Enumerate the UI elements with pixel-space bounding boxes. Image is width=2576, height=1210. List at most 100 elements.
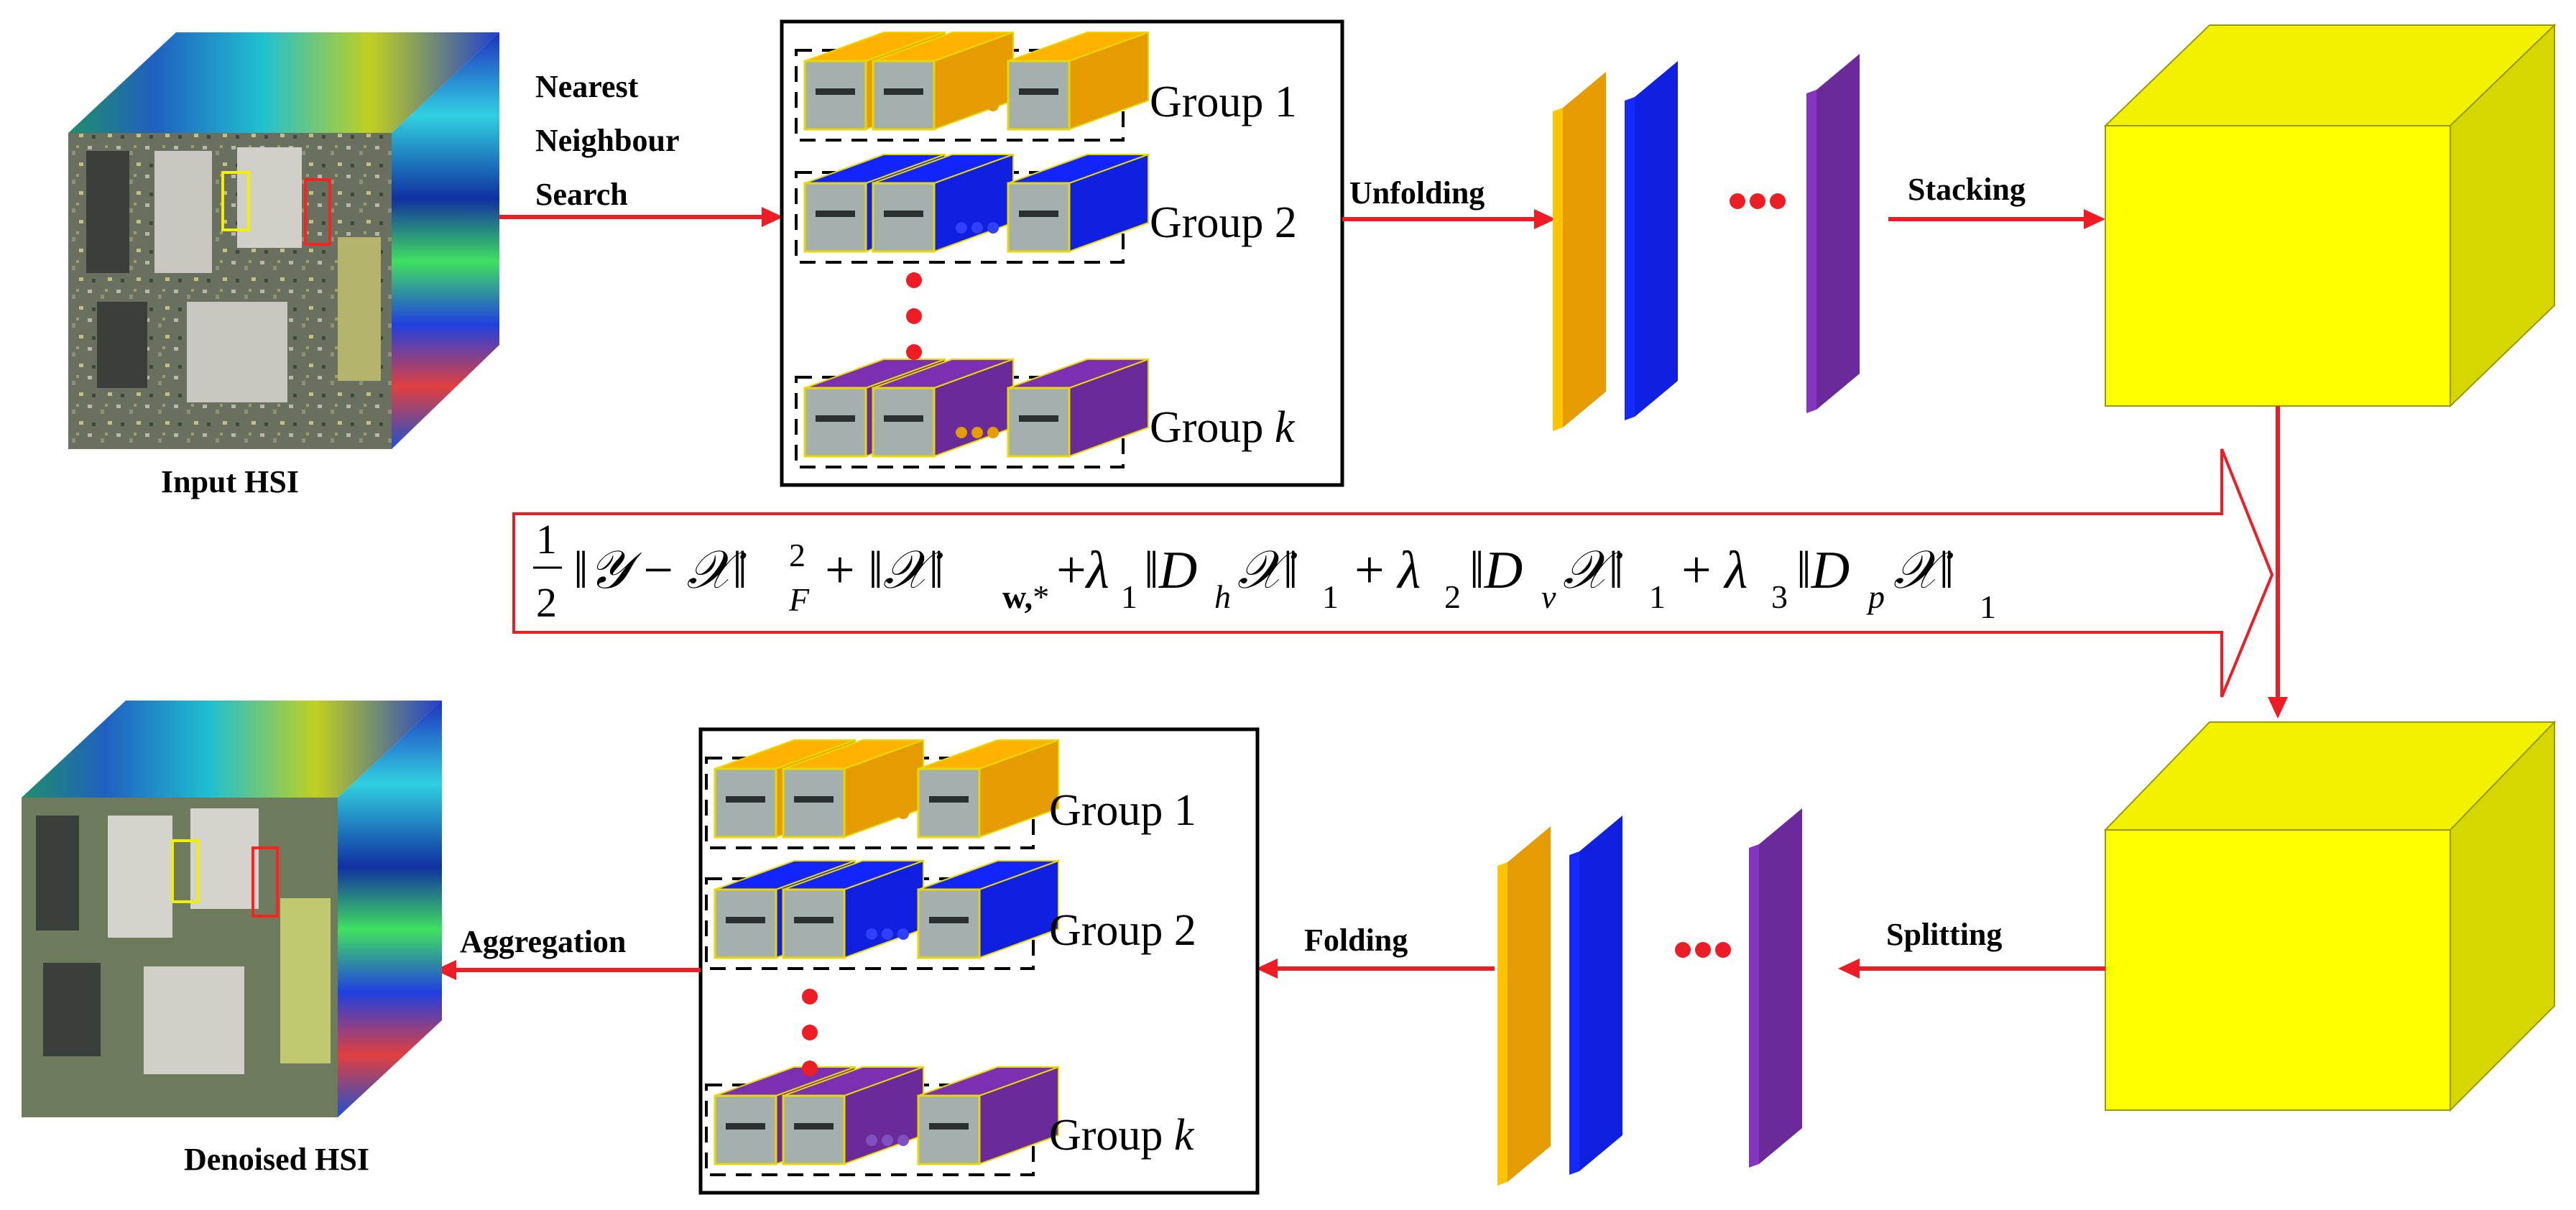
svg-text:‖D: ‖D <box>1796 541 1850 600</box>
bottom-group-2-dot <box>897 928 909 940</box>
top-yellow-cube <box>2103 23 2557 408</box>
patch-marker-yellow <box>221 171 250 231</box>
svg-text:F: F <box>788 581 810 618</box>
bottom-group-k-tube-front <box>782 1094 846 1165</box>
bottom-slice-orange-face <box>1508 826 1551 1182</box>
formula-arrow <box>512 448 2274 698</box>
top-group-k-row <box>795 358 1149 468</box>
svg-text:w,*: w,* <box>1002 578 1049 615</box>
nearest-label-line3: Search <box>535 177 628 212</box>
arrow-aggregation-head <box>435 960 456 980</box>
splitting-label: Splitting <box>1886 917 2002 952</box>
vertical-dot-2 <box>906 308 922 324</box>
svg-text:1: 1 <box>1121 578 1137 615</box>
svg-text:1: 1 <box>1980 588 1996 625</box>
svg-text:p: p <box>1866 578 1885 615</box>
patch-marker-red <box>304 178 331 246</box>
top-group-2-tube-feature <box>884 211 923 217</box>
top-slice-purple <box>1806 54 1860 413</box>
bottom-slice-orange-edge <box>1497 862 1508 1186</box>
stacking-label: Stacking <box>1908 172 2026 207</box>
top-slice-blue <box>1625 61 1678 420</box>
svg-text:3: 3 <box>1771 578 1788 615</box>
top-group-k-dot <box>987 427 999 438</box>
top-group-1-tube-feature <box>816 88 855 95</box>
bottom-slice-purple-edge <box>1749 844 1759 1168</box>
top-group-2-tube-feature <box>1019 211 1058 217</box>
top-group-1-tube-front <box>803 60 867 131</box>
bottom-slice-blue <box>1569 816 1622 1175</box>
top-group-k-label: Group k <box>1150 403 1296 452</box>
bottom-group-1-tube-feature <box>794 796 834 803</box>
bottom-group-k-dot <box>882 1135 893 1146</box>
top-group-k-tube-front <box>1007 387 1071 458</box>
top-group-2-dot <box>987 222 999 234</box>
objective-formula: 1 2 ‖𝒴 − 𝒳‖ 2 F + ‖𝒳‖ w,* +λ 1 ‖D h 𝒳‖ 1… <box>533 516 1996 626</box>
top-group-2-dot <box>971 222 983 234</box>
bottom-group-k-tube-front <box>917 1094 981 1165</box>
top-group-1-dot <box>971 100 983 111</box>
top-group-2-tube-front <box>803 182 867 253</box>
top-slice-orange <box>1553 72 1606 431</box>
svg-text:+ λ: + λ <box>1354 541 1421 600</box>
vertical-dot-1 <box>906 272 922 288</box>
top-group-1-dot <box>956 100 967 111</box>
arrow-cube-down-head <box>2268 697 2288 719</box>
arrow-folding-head <box>1256 959 1278 979</box>
bottom-group-1-tube-feature <box>726 796 765 803</box>
bottom-group-2-tube-front <box>782 888 846 959</box>
formula-frac-num: 1 <box>536 516 557 563</box>
top-group-2-label: Group 2 <box>1150 198 1297 247</box>
bottom-group-k-label: Group k <box>1049 1111 1195 1160</box>
top-group-k-tube-feature <box>816 415 855 422</box>
top-slice-blue-face <box>1635 61 1678 417</box>
svg-text:2: 2 <box>789 537 805 573</box>
top-group-k-tube-feature <box>884 415 923 422</box>
svg-text:𝒳‖: 𝒳‖ <box>1563 541 1623 600</box>
bottom-slice-purple-face <box>1759 808 1802 1164</box>
svg-text:h: h <box>1214 578 1231 615</box>
bottom-group-2-tube-feature <box>929 917 969 923</box>
bottom-group-1-dot <box>897 808 909 819</box>
bottom-group-k-tube-feature <box>794 1123 834 1130</box>
arrow-splitting-head <box>1838 959 1860 979</box>
top-group-1-tube-feature <box>884 88 923 95</box>
bottom-group-2-dot <box>882 928 893 940</box>
bottom-yellow-cube <box>2103 720 2557 1112</box>
input-hsi-side-face <box>392 32 499 449</box>
bottom-group-k-dot <box>866 1135 877 1146</box>
bottom-group-2-tube-feature <box>726 917 765 923</box>
top-group-panel: Group 1 Group 2 Group k <box>780 19 1344 487</box>
top-group-k-dot <box>971 427 983 438</box>
top-group-1-tube-feature <box>1019 88 1058 95</box>
bottom-group-1-tube-front <box>714 767 777 839</box>
top-group-1-tube-front <box>1007 60 1071 131</box>
input-hsi-top-face <box>68 32 499 133</box>
denoised-hsi-label: Denoised HSI <box>184 1142 369 1177</box>
bottom-group-2-dot <box>866 928 877 940</box>
input-hsi-cube <box>68 32 499 449</box>
input-hsi-label: Input HSI <box>161 464 299 499</box>
top-group-1-row <box>795 31 1149 142</box>
bottom-group-k-tube-front <box>714 1094 777 1165</box>
bottom-group-k-row <box>705 1066 1059 1176</box>
denoised-hsi-cube <box>22 701 442 1117</box>
svg-text:1: 1 <box>1322 578 1339 615</box>
bottom-group-1-dot <box>882 808 893 819</box>
top-group-2-tube-front <box>1007 182 1071 253</box>
top-group-1-tube-3 <box>1007 31 1149 131</box>
top-slice-orange-face <box>1563 72 1606 428</box>
top-group-1-dot <box>987 100 999 111</box>
bottom-group-1-dot <box>866 808 877 819</box>
vertical-dot-3 <box>906 344 922 360</box>
top-group-2-row <box>795 153 1149 264</box>
arrow-stacking-head <box>2084 209 2105 229</box>
unfolding-label: Unfolding <box>1349 175 1485 211</box>
bottom-group-1-tube-3 <box>917 739 1059 839</box>
aggregation-label: Aggregation <box>460 924 626 959</box>
bottom-group-k-dot <box>897 1135 909 1146</box>
arrow-nearest-head <box>762 207 783 227</box>
bottom-group-1-tube-feature <box>929 796 969 803</box>
top-group-2-tube-front <box>872 182 936 253</box>
